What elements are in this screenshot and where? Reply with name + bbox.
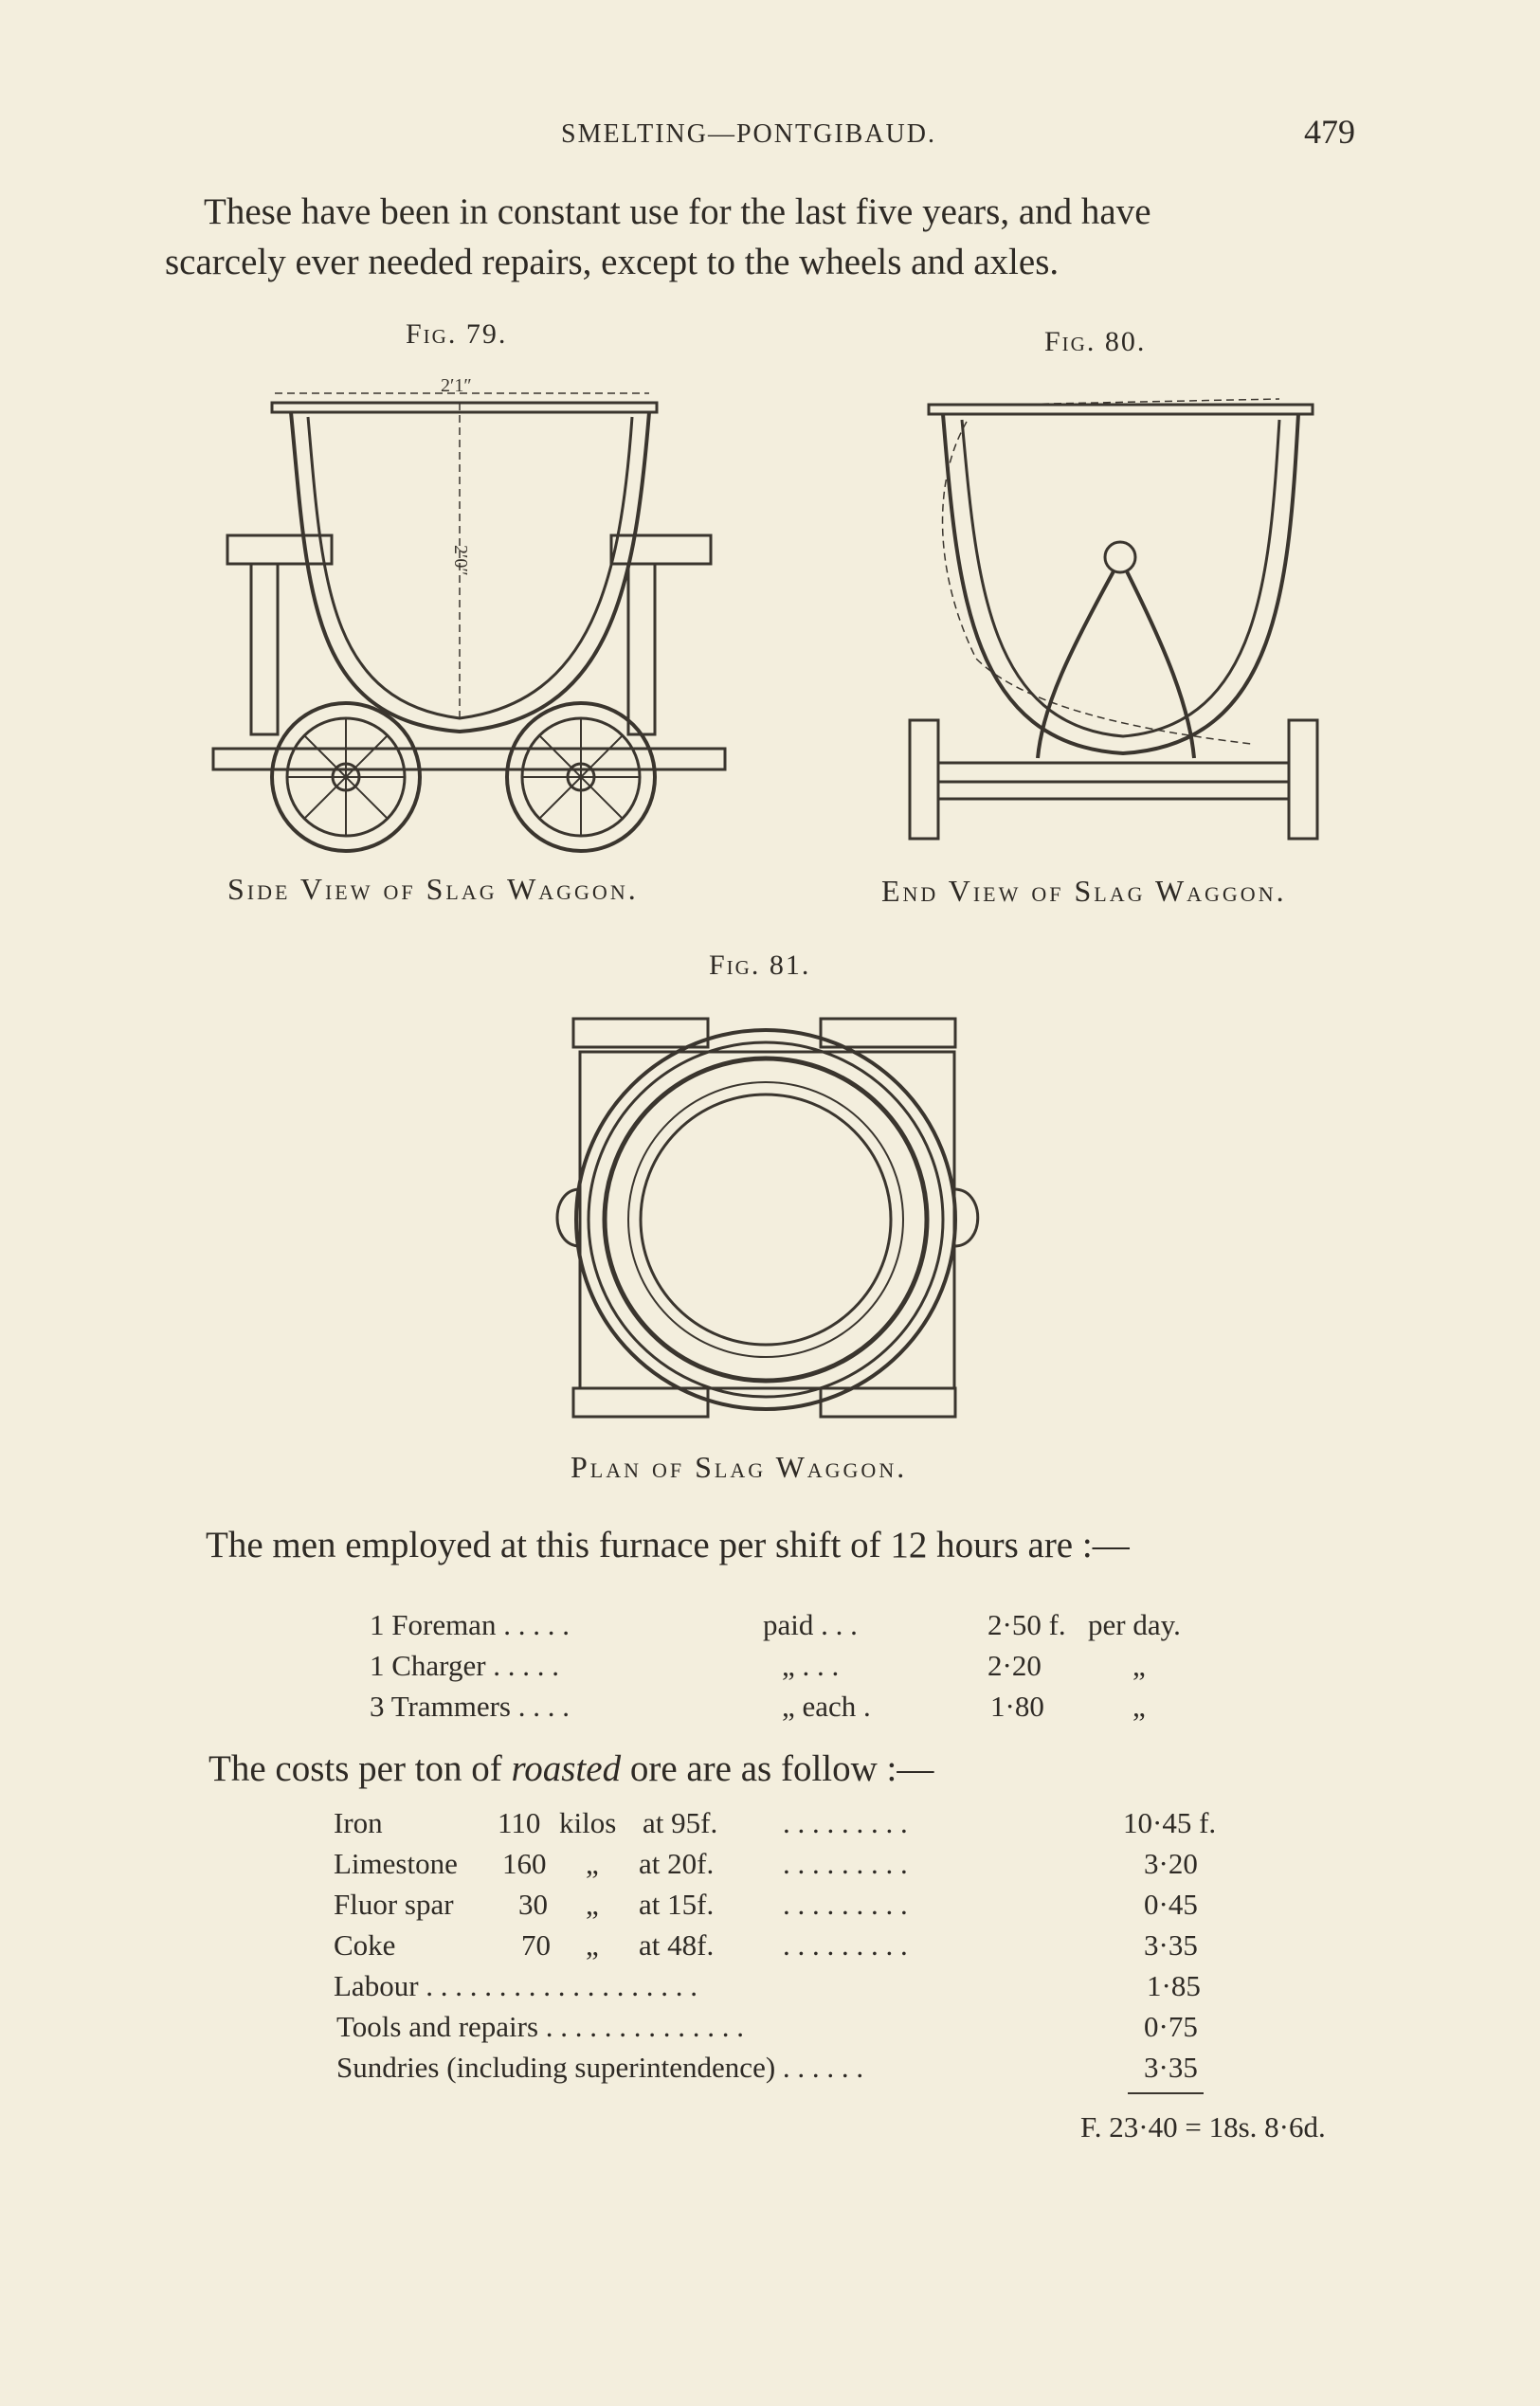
- fig80-label: Fig. 80.: [1044, 326, 1147, 357]
- cost-row: Fluor spar 30 „ at 15f. . . . . . . . . …: [0, 1888, 1540, 1926]
- staff-row: 1 Foreman . . . . . paid . . . 2·50 f. p…: [0, 1608, 1540, 1646]
- cost-dots: . . . . . . . . .: [783, 1888, 908, 1921]
- fig80-end-view-drawing: [908, 398, 1319, 841]
- staff-unit: „: [1132, 1690, 1146, 1723]
- cost-price: at 95f.: [643, 1806, 718, 1839]
- cost-amount: 3·35: [1144, 2051, 1198, 2084]
- cost-price: at 15f.: [639, 1888, 715, 1921]
- cost-unit: „: [586, 1888, 599, 1921]
- sum-rule: [1128, 2092, 1204, 2094]
- staff-rate: 2·20: [987, 1649, 1042, 1682]
- cost-qty: 70: [521, 1928, 551, 1962]
- cost-amount: 3·35: [1144, 1928, 1198, 1962]
- cost-amount: 3·20: [1144, 1847, 1198, 1880]
- cost-dots: . . . . . . . . .: [783, 1847, 908, 1880]
- cost-qty: 160: [502, 1847, 547, 1880]
- cost-amount: 0·45: [1144, 1888, 1198, 1921]
- fig81-caption: Plan of Slag Waggon.: [571, 1450, 908, 1484]
- page-number: 479: [1304, 113, 1355, 151]
- cost-unit: kilos: [559, 1806, 617, 1839]
- staff-row: 1 Charger . . . . . „ . . . 2·20 „: [0, 1649, 1540, 1687]
- intro-line-2: scarcely ever needed repairs, except to …: [165, 242, 1060, 282]
- fig79-label: Fig. 79.: [406, 318, 508, 350]
- intro-line-1: These have been in constant use for the …: [204, 191, 1151, 232]
- staff-pay: „ each .: [782, 1690, 871, 1723]
- costs-intro-before: The costs per ton of: [208, 1748, 512, 1789]
- staff-rate: 1·80: [990, 1690, 1044, 1723]
- cost-price: at 20f.: [639, 1847, 715, 1880]
- staff-row: 3 Trammers . . . . „ each . 1·80 „: [0, 1690, 1540, 1728]
- cost-dots: . . . . . . . . .: [783, 1928, 908, 1962]
- fig79-side-view-drawing: 2′1″ 2′0″: [211, 375, 727, 853]
- cost-row: Iron 110 kilos at 95f. . . . . . . . . .…: [0, 1806, 1540, 1844]
- running-head: SMELTING—PONTGIBAUD.: [561, 119, 936, 149]
- staff-unit: per day.: [1088, 1608, 1181, 1641]
- cost-dots: . . . . . . . . .: [783, 1806, 908, 1839]
- cost-row: Coke 70 „ at 48f. . . . . . . . . . 3·35: [0, 1928, 1540, 1966]
- costs-intro-after: ore are as follow :—: [621, 1748, 934, 1789]
- cost-unit: „: [586, 1847, 599, 1880]
- cost-total: F. 23·40 = 18s. 8·6d.: [1080, 2110, 1326, 2144]
- costs-intro: The costs per ton of roasted ore are as …: [208, 1744, 933, 1794]
- cost-unit: „: [586, 1928, 599, 1962]
- cost-row: Sundries (including superintendence) . .…: [0, 2051, 1540, 2089]
- costs-intro-emphasis: roasted: [511, 1748, 622, 1789]
- cost-qty: 30: [518, 1888, 548, 1921]
- fig81-plan-drawing: [555, 1017, 980, 1419]
- cost-item: Labour . . . . . . . . . . . . . . . . .…: [334, 1969, 698, 2002]
- page-header: SMELTING—PONTGIBAUD. 479: [0, 112, 1540, 159]
- staff-unit: „: [1132, 1649, 1146, 1682]
- cost-price: at 48f.: [639, 1928, 715, 1962]
- cost-row: Labour . . . . . . . . . . . . . . . . .…: [0, 1969, 1540, 2007]
- cost-item: Limestone: [334, 1847, 458, 1880]
- cost-item: Coke: [334, 1928, 396, 1962]
- staff-pay: „ . . .: [782, 1649, 840, 1682]
- cost-row: Tools and repairs . . . . . . . . . . . …: [0, 2010, 1540, 2048]
- staff-role: 1 Foreman . . . . .: [370, 1608, 570, 1641]
- staff-rate: 2·50 f.: [987, 1608, 1066, 1641]
- fig79-caption: Side View of Slag Waggon.: [227, 872, 639, 906]
- cost-item: Fluor spar: [334, 1888, 454, 1921]
- cost-qty: 110: [498, 1806, 541, 1839]
- cost-row: Limestone 160 „ at 20f. . . . . . . . . …: [0, 1847, 1540, 1885]
- cost-item: Sundries (including superintendence) . .…: [336, 2051, 864, 2084]
- cost-amount: 0·75: [1144, 2010, 1198, 2043]
- fig79-dim-width: 2′1″: [441, 375, 472, 396]
- cost-item: Iron: [334, 1806, 383, 1839]
- cost-item: Tools and repairs . . . . . . . . . . . …: [336, 2010, 745, 2043]
- cost-amount: 10·45 f.: [1123, 1806, 1217, 1839]
- staff-intro: The men employed at this furnace per shi…: [206, 1525, 1130, 1565]
- staff-pay: paid . . .: [763, 1608, 858, 1641]
- cost-amount: 1·85: [1147, 1969, 1201, 2002]
- fig80-caption: End View of Slag Waggon.: [881, 874, 1287, 908]
- fig79-dim-height: 2′0″: [450, 545, 471, 576]
- staff-role: 3 Trammers . . . .: [370, 1690, 570, 1723]
- staff-role: 1 Charger . . . . .: [370, 1649, 560, 1682]
- fig81-label: Fig. 81.: [709, 950, 811, 981]
